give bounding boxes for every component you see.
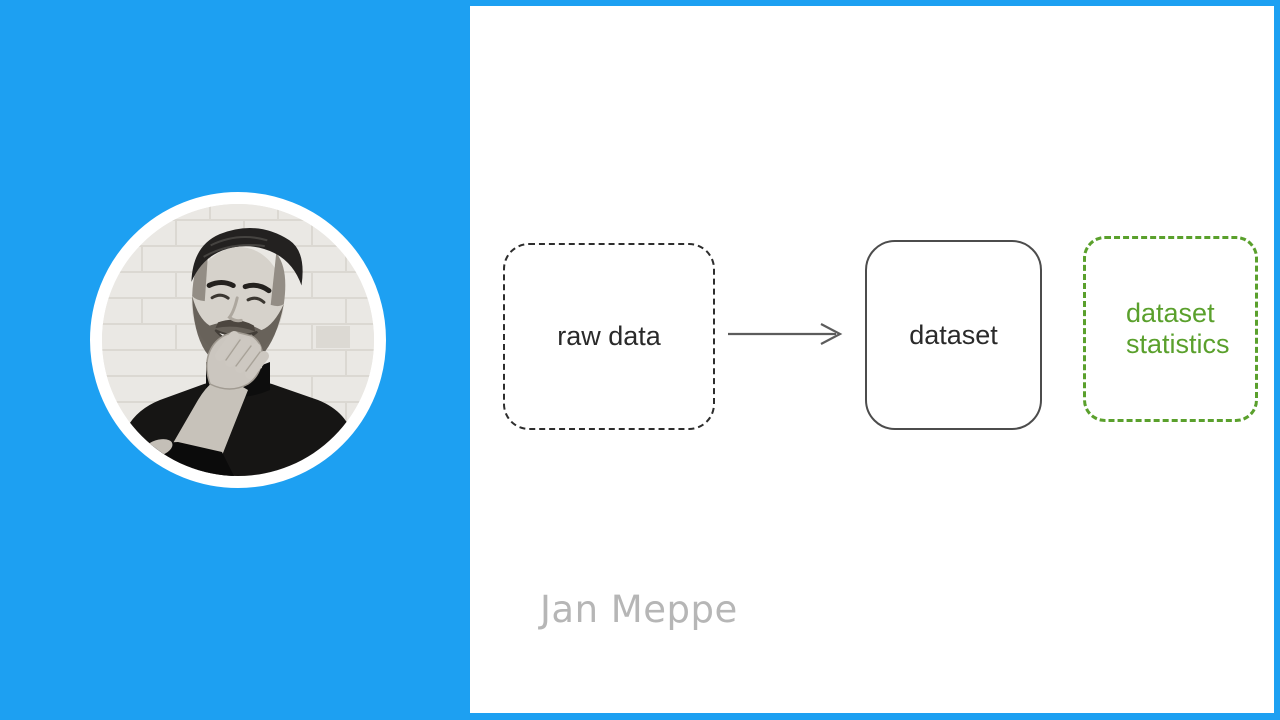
diagram-node-dataset-statistics: dataset statistics xyxy=(1083,236,1258,422)
node-label-dataset: dataset xyxy=(909,319,998,350)
man-portrait xyxy=(112,228,362,476)
portrait-illustration xyxy=(102,204,374,476)
author-watermark: Jan Meppe xyxy=(540,588,738,631)
profile-photo xyxy=(90,192,386,488)
arrow-icon xyxy=(728,323,843,345)
diagram-node-raw-data: raw data xyxy=(503,243,715,430)
node-label-dataset-statistics: dataset statistics xyxy=(1126,297,1230,359)
node-label-raw-data: raw data xyxy=(557,321,661,351)
diagram-node-dataset: dataset xyxy=(865,240,1042,430)
